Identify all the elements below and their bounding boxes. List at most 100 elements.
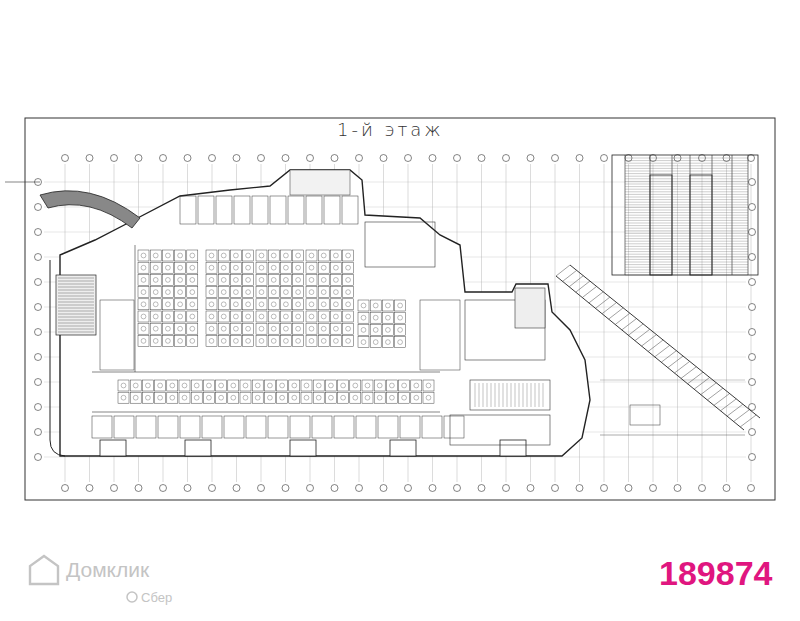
shop-fixture xyxy=(166,265,171,270)
shop-fixture xyxy=(231,383,236,388)
table-rule xyxy=(625,173,748,174)
shop-fixture xyxy=(321,326,326,331)
shop-cell xyxy=(318,335,329,346)
shop-cell xyxy=(268,287,279,298)
shop-fixture xyxy=(271,265,276,270)
axis-bubble xyxy=(749,254,756,261)
shop-cell xyxy=(268,416,288,438)
shop-cell xyxy=(268,311,279,322)
shop-fixture xyxy=(194,383,199,388)
shop-cell xyxy=(150,287,161,298)
shop-cell xyxy=(374,380,385,391)
service-room xyxy=(252,196,268,224)
shop-fixture xyxy=(292,395,297,400)
axis-bubble xyxy=(282,485,289,492)
stair-tread xyxy=(519,383,520,407)
axis-bubble xyxy=(233,155,240,162)
shop-fixture xyxy=(309,253,314,258)
shop-cell xyxy=(180,416,200,438)
shop-fixture xyxy=(296,302,301,307)
shop-cell xyxy=(268,250,279,261)
service-room xyxy=(288,196,304,224)
shop-cell xyxy=(318,323,329,334)
stair-tread xyxy=(58,326,94,327)
shop-fixture xyxy=(321,339,326,344)
stair-tread xyxy=(495,383,496,407)
shop-cell xyxy=(264,392,275,403)
entrance-canopy xyxy=(40,191,140,228)
shop-cell xyxy=(256,335,267,346)
shop-cell xyxy=(256,311,267,322)
shop-fixture xyxy=(146,395,151,400)
exit-vestibule xyxy=(185,440,211,456)
table-block xyxy=(650,175,672,275)
axis-bubble xyxy=(749,279,756,286)
table-rule xyxy=(625,197,748,198)
shop-fixture xyxy=(271,302,276,307)
exit-vestibule xyxy=(390,440,416,456)
axis-bubble xyxy=(576,155,583,162)
shop-fixture xyxy=(133,383,138,388)
shop-cell xyxy=(280,250,291,261)
stair-tread xyxy=(58,311,94,312)
shop-cell xyxy=(334,416,354,438)
shop-fixture xyxy=(259,302,264,307)
shop-cell xyxy=(175,250,186,261)
shop-cell xyxy=(343,323,354,334)
shop-fixture xyxy=(209,278,214,283)
ramp-hatch xyxy=(615,313,630,324)
table-rule xyxy=(625,241,748,242)
axis-bubble xyxy=(576,485,583,492)
shop-fixture xyxy=(334,339,339,344)
shop-cell xyxy=(330,250,341,261)
table-rule xyxy=(625,236,748,237)
service-room xyxy=(342,196,358,224)
shop-cell xyxy=(191,392,202,403)
exit-vestibule xyxy=(290,440,316,456)
shop-cell xyxy=(268,262,279,273)
axis-bubble xyxy=(749,179,756,186)
shop-fixture xyxy=(309,314,314,319)
shop-fixture xyxy=(141,302,146,307)
shop-cell xyxy=(138,262,149,273)
shop-cell xyxy=(382,300,393,311)
grid-axis xyxy=(44,182,746,183)
shop-fixture xyxy=(426,395,431,400)
shop-fixture xyxy=(166,290,171,295)
shop-cell xyxy=(150,274,161,285)
ramp-hatch xyxy=(628,324,643,335)
table-rule xyxy=(625,204,748,205)
shop-cell xyxy=(155,380,166,391)
axis-bubble xyxy=(35,454,42,461)
shop-cell xyxy=(187,250,198,261)
shop-cell xyxy=(306,262,317,273)
shop-fixture xyxy=(141,253,146,258)
shop-cell xyxy=(230,299,241,310)
shop-cell xyxy=(343,311,354,322)
shop-fixture xyxy=(219,395,224,400)
axis-bubble xyxy=(454,485,461,492)
service-room xyxy=(290,170,350,195)
shop-fixture xyxy=(158,383,163,388)
table-rule xyxy=(625,215,748,216)
shop-fixture xyxy=(190,302,195,307)
table-rule xyxy=(625,168,748,169)
shop-fixture xyxy=(341,383,346,388)
shop-cell xyxy=(240,392,251,403)
shop-cell xyxy=(138,287,149,298)
shop-cell xyxy=(216,392,227,403)
table-rule xyxy=(625,210,748,211)
axis-bubble xyxy=(749,329,756,336)
stair-tread xyxy=(58,290,94,291)
shop-fixture xyxy=(243,395,248,400)
axis-bubble xyxy=(429,155,436,162)
ramp-hatch xyxy=(635,329,650,340)
axis-bubble xyxy=(62,485,69,492)
shop-fixture xyxy=(386,303,391,308)
shop-fixture xyxy=(182,383,187,388)
shop-fixture xyxy=(133,395,138,400)
stair-tread xyxy=(58,281,94,282)
shop-cell xyxy=(158,416,178,438)
shop-fixture xyxy=(309,302,314,307)
shop-cell xyxy=(330,287,341,298)
